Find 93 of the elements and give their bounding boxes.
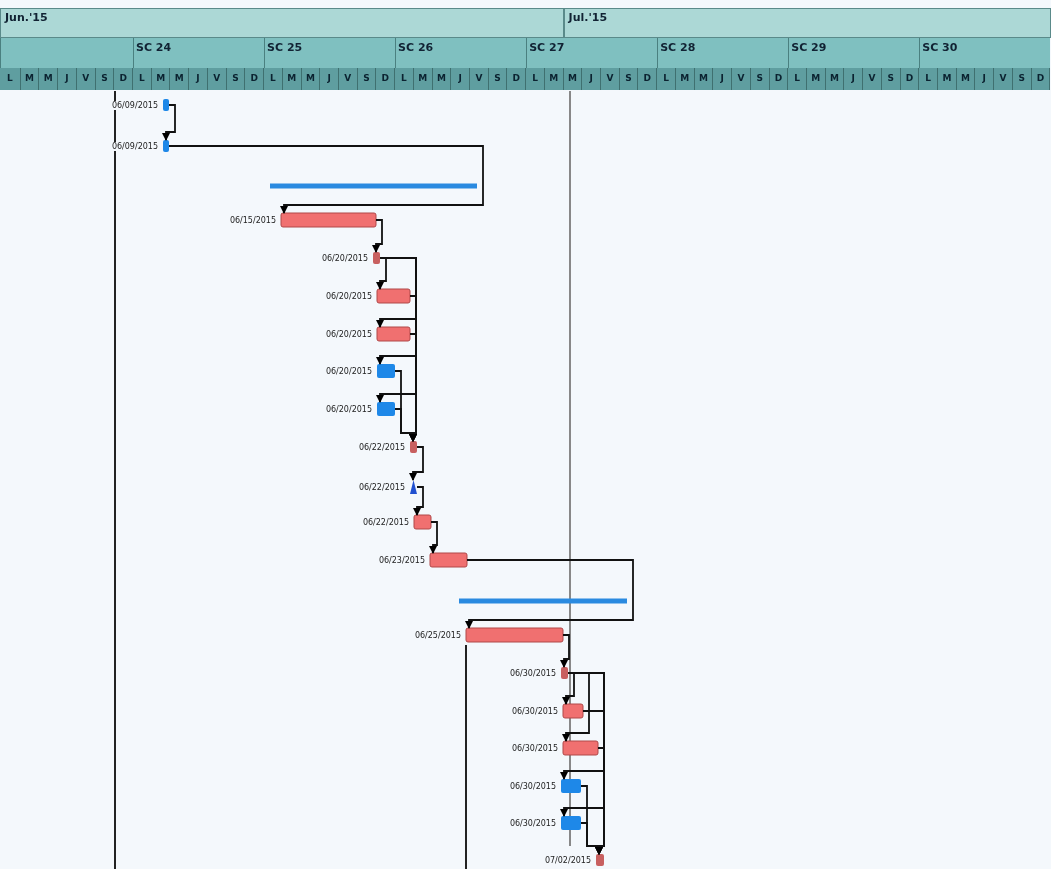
day-header: D [376,68,396,90]
task-bar [413,514,432,530]
task-bar [465,627,564,643]
task-bar [562,740,599,756]
dependency-arrow [409,446,424,481]
day-header: V [601,68,620,90]
day-header: L [264,68,283,90]
dependency-arrow [162,104,176,141]
date-label: 06/20/2015 [324,292,373,301]
date-label: 06/09/2015 [110,142,159,151]
dependency-arrow [562,672,575,705]
day-header: D [638,68,658,90]
date-label: 07/02/2015 [543,856,592,865]
task-bar [562,703,584,719]
day-header: J [58,68,77,90]
date-label: 06/15/2015 [228,216,277,225]
day-header: L [657,68,676,90]
dependency-arrow [560,672,605,817]
task-bar [163,99,169,111]
day-header: J [189,68,208,90]
milestone-marker [410,441,417,453]
day-header: L [133,68,152,90]
day-header: J [975,68,995,90]
dependency-arrow [372,219,383,253]
week-header: SC 27 [526,38,658,68]
date-label: 06/30/2015 [510,744,559,753]
day-header: J [582,68,602,90]
date-label: 06/23/2015 [377,556,426,565]
day-header: V [732,68,751,90]
day-header: J [451,68,470,90]
day-header: D [245,68,265,90]
day-header: L [395,68,414,90]
date-label: 06/25/2015 [413,631,462,640]
dependency-arrow [413,486,424,516]
day-header: V [470,68,489,90]
task-bar [377,364,395,378]
date-label: 06/20/2015 [324,405,373,414]
milestone-marker [373,252,380,264]
week-header: SC 29 [788,38,920,68]
dependency-arrow [562,672,590,742]
week-header: SC 26 [395,38,527,68]
dependency-arrow [580,822,603,855]
milestone-marker [596,854,604,866]
month-header: Jul.'15 [563,8,1051,38]
week-header: SC 24 [133,38,265,68]
task-bar [280,212,377,228]
week-header: SC 25 [264,38,396,68]
date-label: 06/20/2015 [320,254,369,263]
task-bar [376,288,411,304]
day-header: M [938,68,957,90]
dependency-arrow [465,559,634,629]
task-bar [377,402,395,416]
task-bar [561,816,581,830]
task-bar [429,552,468,568]
summary-bar [270,183,477,189]
day-header: V [994,68,1013,90]
day-header: L [919,68,938,90]
milestone-triangle [410,480,417,494]
date-label: 06/20/2015 [324,330,373,339]
milestone-marker [561,667,568,679]
date-label: 06/30/2015 [510,707,559,716]
date-label: 06/30/2015 [508,669,557,678]
dependency-arrow [376,257,387,290]
date-label: 06/22/2015 [357,483,406,492]
dependency-arrow [560,634,570,668]
summary-bar [459,598,627,604]
day-header: D [114,68,134,90]
task-bar [376,326,411,342]
date-label: 06/30/2015 [508,819,557,828]
date-label: 06/22/2015 [361,518,410,527]
dependency-arrow [376,257,417,403]
task-bar [561,779,581,793]
month-header: Jun.'15 [0,8,564,38]
day-header: M [170,68,190,90]
week-header: SC 30 [919,38,1051,68]
day-header: L [526,68,545,90]
week-header: SC 28 [657,38,789,68]
day-header: J [320,68,339,90]
day-header: J [713,68,733,90]
day-header: L [0,68,21,90]
dependency-arrow [429,521,438,554]
dependency-arrow [168,145,484,214]
day-header: L [788,68,807,90]
day-header: D [507,68,527,90]
task-bar [163,140,169,152]
date-label: 06/20/2015 [324,367,373,376]
dependency-arrow [394,408,417,442]
day-header: J [844,68,864,90]
day-header: M [39,68,59,90]
day-header: V [863,68,882,90]
date-label: 06/09/2015 [110,101,159,110]
date-label: 06/22/2015 [357,443,406,452]
date-label: 06/30/2015 [508,782,557,791]
